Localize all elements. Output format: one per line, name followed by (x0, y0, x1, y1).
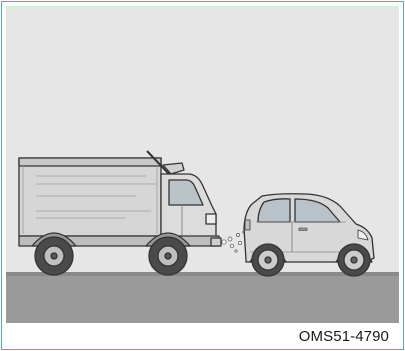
truck-illustration (19, 151, 221, 275)
figure-code-label: OMS51-4790 (299, 328, 389, 345)
illustration-scene (6, 6, 399, 323)
scene-svg (6, 6, 399, 323)
car-illustration (244, 194, 374, 276)
road (6, 272, 399, 323)
road-edge (6, 272, 399, 276)
